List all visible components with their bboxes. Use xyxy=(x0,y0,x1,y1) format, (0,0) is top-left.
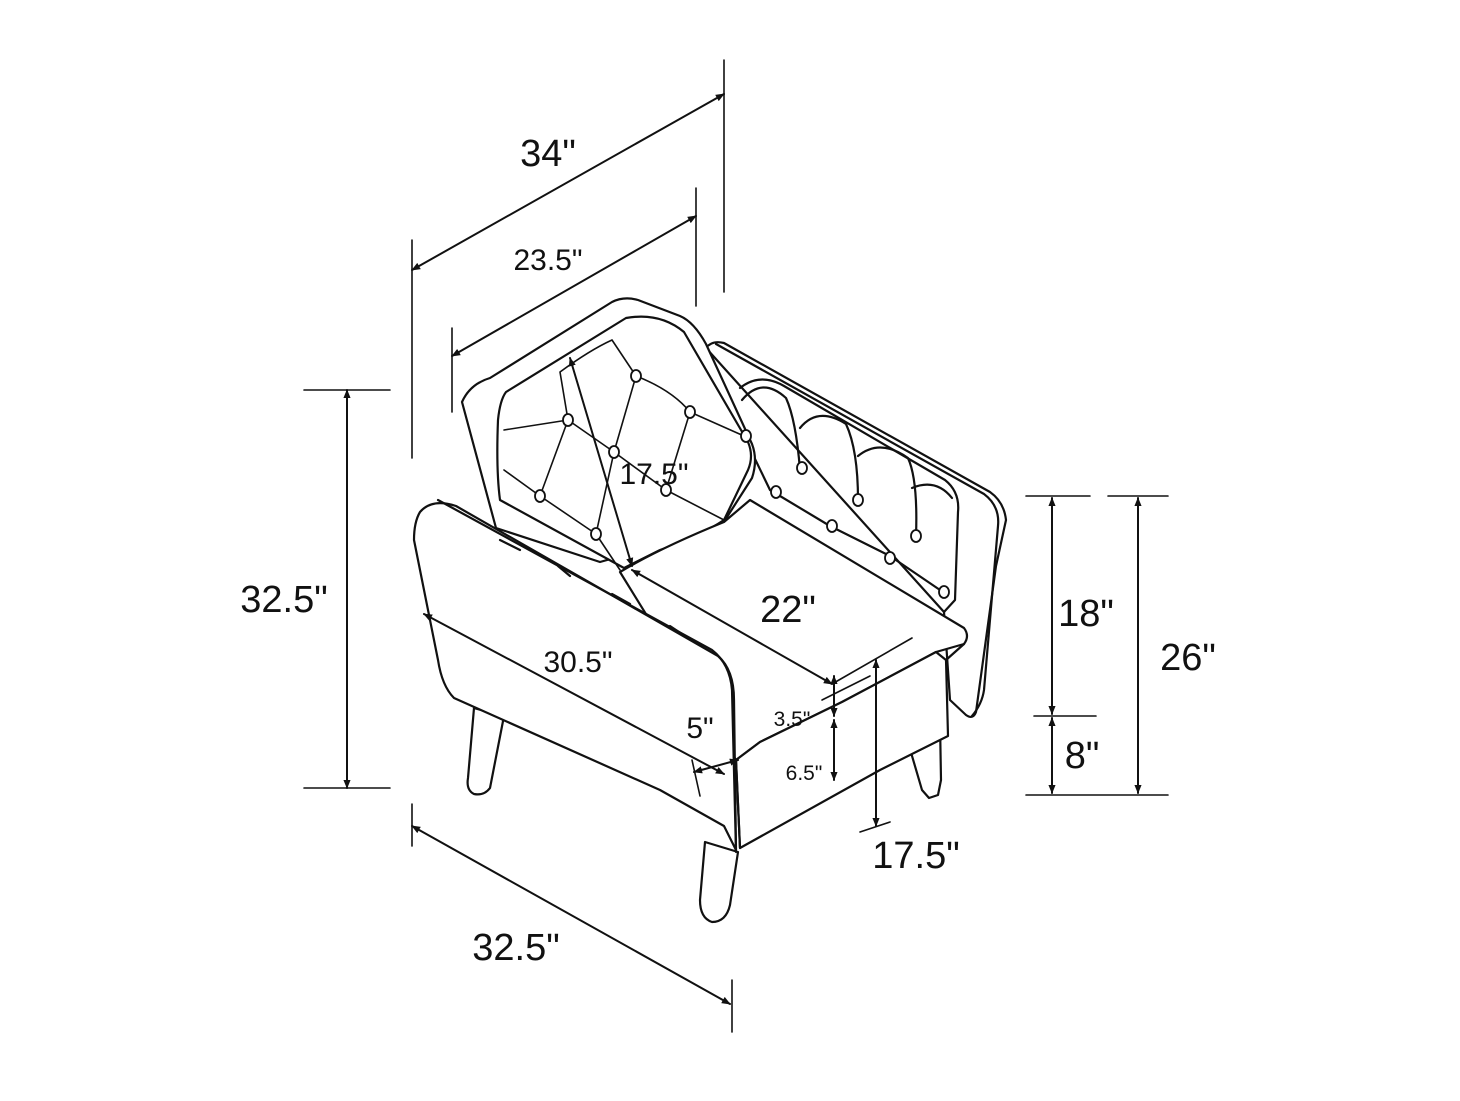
label-cushion-thickness: 3.5" xyxy=(774,708,811,731)
dim-inner-width-line xyxy=(423,613,725,775)
dim-overall-width-line xyxy=(411,825,731,1005)
right-arm-inner-panel xyxy=(738,378,960,614)
left-arm-top-seams xyxy=(498,538,690,640)
tuft-button xyxy=(660,483,672,497)
label-overall-depth: 34" xyxy=(520,133,576,175)
dim-arm-width-line xyxy=(693,758,739,774)
dimension-lines xyxy=(303,59,1169,1033)
dim-back-height-line xyxy=(568,357,634,567)
tuft-button xyxy=(740,429,752,443)
label-inner-depth: 23.5" xyxy=(513,244,582,277)
tuft-button xyxy=(534,489,546,503)
armchair-illustration xyxy=(412,297,1008,924)
right-armrest-piping xyxy=(714,342,1000,718)
right-armrest xyxy=(704,341,1008,719)
ext-line-floor xyxy=(859,821,891,833)
right-arm-tufting xyxy=(740,386,954,538)
ext-line-seat-front xyxy=(831,637,913,685)
label-arm-width: 5" xyxy=(686,712,713,745)
tuft-button xyxy=(608,445,620,459)
label-seat-to-arm: 18" xyxy=(1058,593,1114,635)
label-seat-height: 17.5" xyxy=(872,835,959,877)
tuft-button xyxy=(938,585,950,599)
tufting-buttons xyxy=(534,369,950,599)
ext-line-arm xyxy=(691,759,701,797)
tuft-button xyxy=(796,461,808,475)
label-frame-height: 6.5" xyxy=(786,762,823,785)
dim-inner-depth-line xyxy=(451,215,697,357)
tuft-button xyxy=(852,493,864,507)
dim-seat-depth-line xyxy=(631,569,833,685)
label-seat-depth: 22" xyxy=(760,589,816,631)
label-arm-height: 26" xyxy=(1160,637,1216,679)
front-right-leg xyxy=(698,840,740,924)
label-leg-height: 8" xyxy=(1065,735,1100,777)
tuft-button xyxy=(884,551,896,565)
ext-line-cushion-top xyxy=(821,675,871,701)
tuft-button xyxy=(590,527,602,541)
label-back-height: 17.5" xyxy=(619,458,688,491)
tuft-button xyxy=(562,413,574,427)
tuft-button xyxy=(826,519,838,533)
label-inner-width: 30.5" xyxy=(543,646,612,679)
front-left-leg xyxy=(466,706,506,796)
label-overall-width: 32.5" xyxy=(472,927,559,969)
label-overall-height: 32.5" xyxy=(240,579,327,621)
tuft-button xyxy=(684,405,696,419)
tuft-button xyxy=(910,529,922,543)
dimension-labels: 34" 23.5" 17.5" 32.5" 22" 30.5" 5" 3.5" … xyxy=(240,133,1216,969)
seat-base-edges xyxy=(734,642,966,850)
tuft-button xyxy=(770,485,782,499)
tuft-button xyxy=(630,369,642,383)
